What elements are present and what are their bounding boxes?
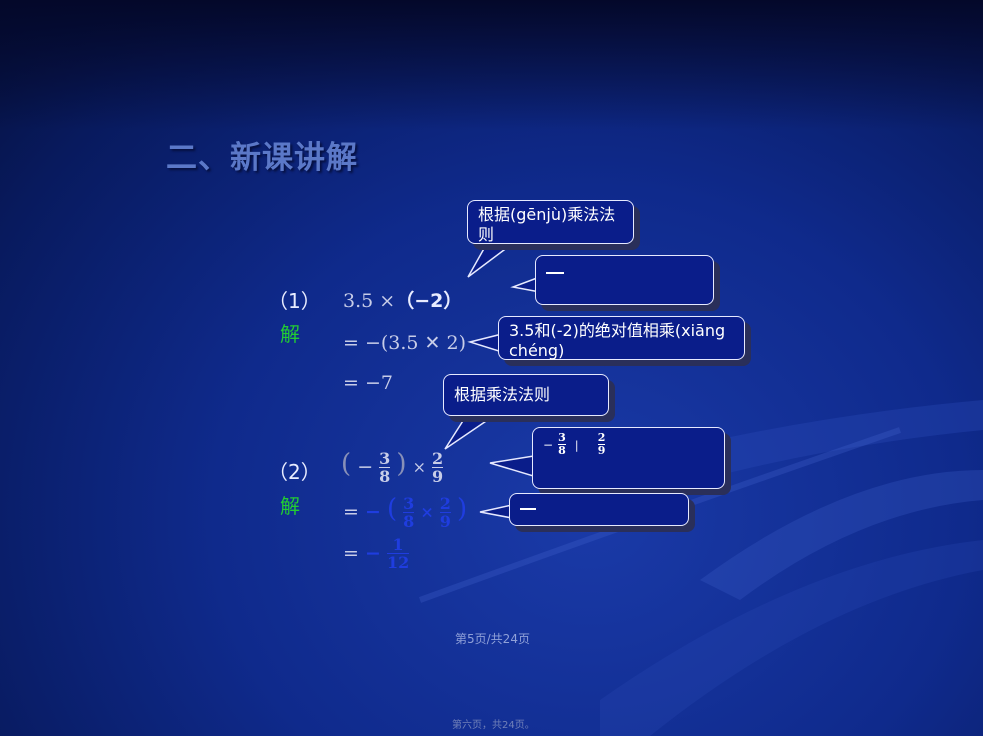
callout-placeholder-line xyxy=(546,272,564,274)
callout-multiplication-rule: 根据(gēnjù)乘法法则 xyxy=(467,200,634,244)
page-indicator: 第5页/共24页 xyxy=(455,632,530,646)
callout-placeholder-line-2 xyxy=(520,508,536,510)
problem-1-step-1: = −(3.5 ✕ 2) xyxy=(343,332,467,354)
problem-1-solution-label: 解 xyxy=(280,322,300,346)
problem-1-step-2: = −7 xyxy=(343,372,393,394)
problem-2-solution-label: 解 xyxy=(280,494,300,518)
top-shade xyxy=(0,0,983,130)
footer-page-count: 第六页，共24页。 xyxy=(452,720,535,731)
callout-step-note xyxy=(509,493,689,526)
callout-absolute-value: 3.5和(-2)的绝对值相乘(xiāng chéng) xyxy=(498,316,745,360)
problem-1-expression-a: 3.5 × xyxy=(343,290,396,312)
callout-multiplication-rule-2: 根据乘法法则 xyxy=(443,374,609,416)
callout-sign-note xyxy=(535,255,714,305)
problem-1-number: （1） xyxy=(268,289,321,313)
slide-title: 二、新课讲解 xyxy=(166,140,358,176)
problem-1-expression-b: （−2） xyxy=(395,290,463,312)
problem-1-expression: 3.5 ×（−2） xyxy=(343,286,462,313)
problem-2-number: （2） xyxy=(268,460,321,484)
